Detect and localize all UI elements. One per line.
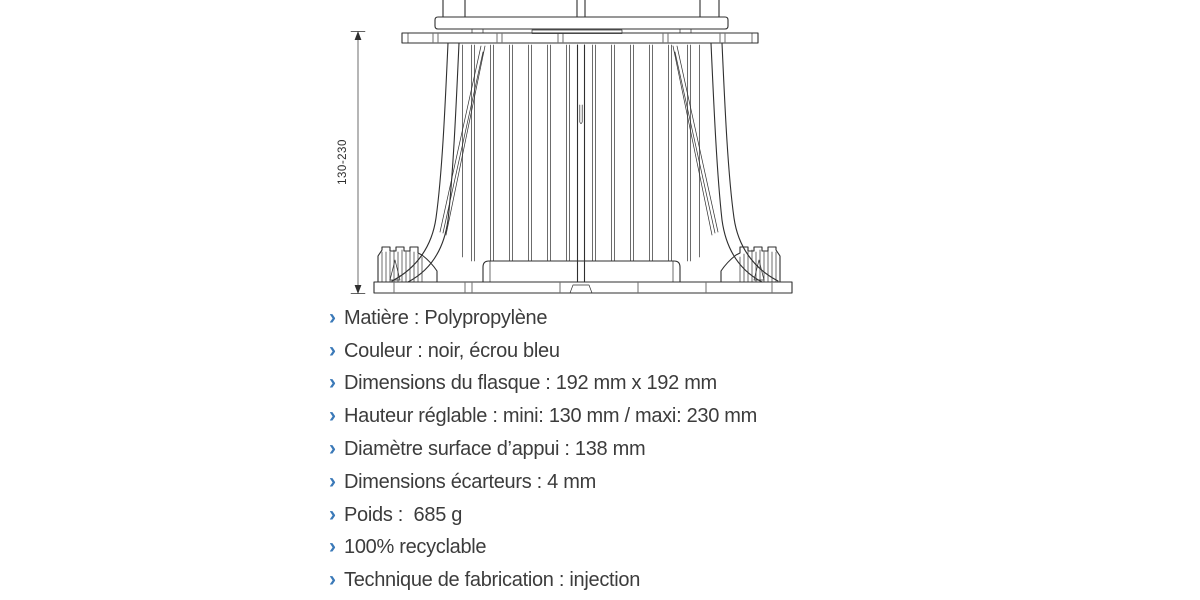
spec-text: Poids : 685 g: [344, 503, 463, 526]
spec-text: Dimensions du flasque : 192 mm x 192 mm: [344, 372, 717, 395]
spec-text: Hauteur réglable : mini: 130 mm / maxi: …: [344, 405, 758, 428]
chevron-bullet-icon: ›: [329, 502, 336, 526]
spec-text: Technique de fabrication : injection: [344, 569, 641, 592]
chevron-bullet-icon: ›: [329, 404, 336, 428]
dimension-line: 130-230: [337, 31, 366, 294]
spec-text: 100% recyclable: [344, 536, 487, 559]
spec-text: Diamètre surface d’appui : 138 mm: [344, 438, 646, 461]
spec-text: Couleur : noir, écrou bleu: [344, 339, 560, 362]
chevron-bullet-icon: ›: [329, 568, 336, 592]
chevron-bullet-icon: ›: [329, 305, 336, 329]
chevron-bullet-icon: ›: [329, 437, 336, 461]
chevron-bullet-icon: ›: [329, 338, 336, 362]
spec-ecarteurs: › Dimensions écarteurs : 4 mm: [329, 466, 757, 499]
spec-hauteur-reglable: › Hauteur réglable : mini: 130 mm / maxi…: [329, 400, 757, 433]
chevron-bullet-icon: ›: [329, 535, 336, 559]
dimension-label: 130-230: [337, 139, 349, 185]
spec-dimensions-flasque: › Dimensions du flasque : 192 mm x 192 m…: [329, 368, 757, 401]
pedestal-top-plate: [434, 16, 729, 34]
pedestal-technical-drawing: 130-230: [337, 0, 793, 294]
spec-couleur: › Couleur : noir, écrou bleu: [329, 335, 757, 368]
pedestal-base-ear-left: [377, 246, 438, 283]
chevron-bullet-icon: ›: [329, 371, 336, 395]
chevron-bullet-icon: ›: [329, 469, 336, 493]
spec-fabrication: › Technique de fabrication : injection: [329, 564, 757, 597]
spec-list: › Matière : Polypropylène › Couleur : no…: [329, 302, 757, 597]
spec-matiere: › Matière : Polypropylène: [329, 302, 757, 335]
pedestal-base: [373, 281, 793, 294]
pedestal-collar: [482, 260, 681, 283]
pedestal-center-rod: [576, 44, 586, 283]
spec-recyclable: › 100% recyclable: [329, 532, 757, 565]
pedestal-body-ribs: [462, 44, 700, 262]
spec-diametre-appui: › Diamètre surface d’appui : 138 mm: [329, 433, 757, 466]
spec-text: Matière : Polypropylène: [344, 306, 548, 329]
spec-poids: › Poids : 685 g: [329, 499, 757, 532]
spec-text: Dimensions écarteurs : 4 mm: [344, 470, 596, 493]
pedestal-base-ear-right: [720, 246, 781, 283]
pedestal-top-spacers: [442, 0, 720, 18]
pedestal-flange: [401, 32, 759, 44]
